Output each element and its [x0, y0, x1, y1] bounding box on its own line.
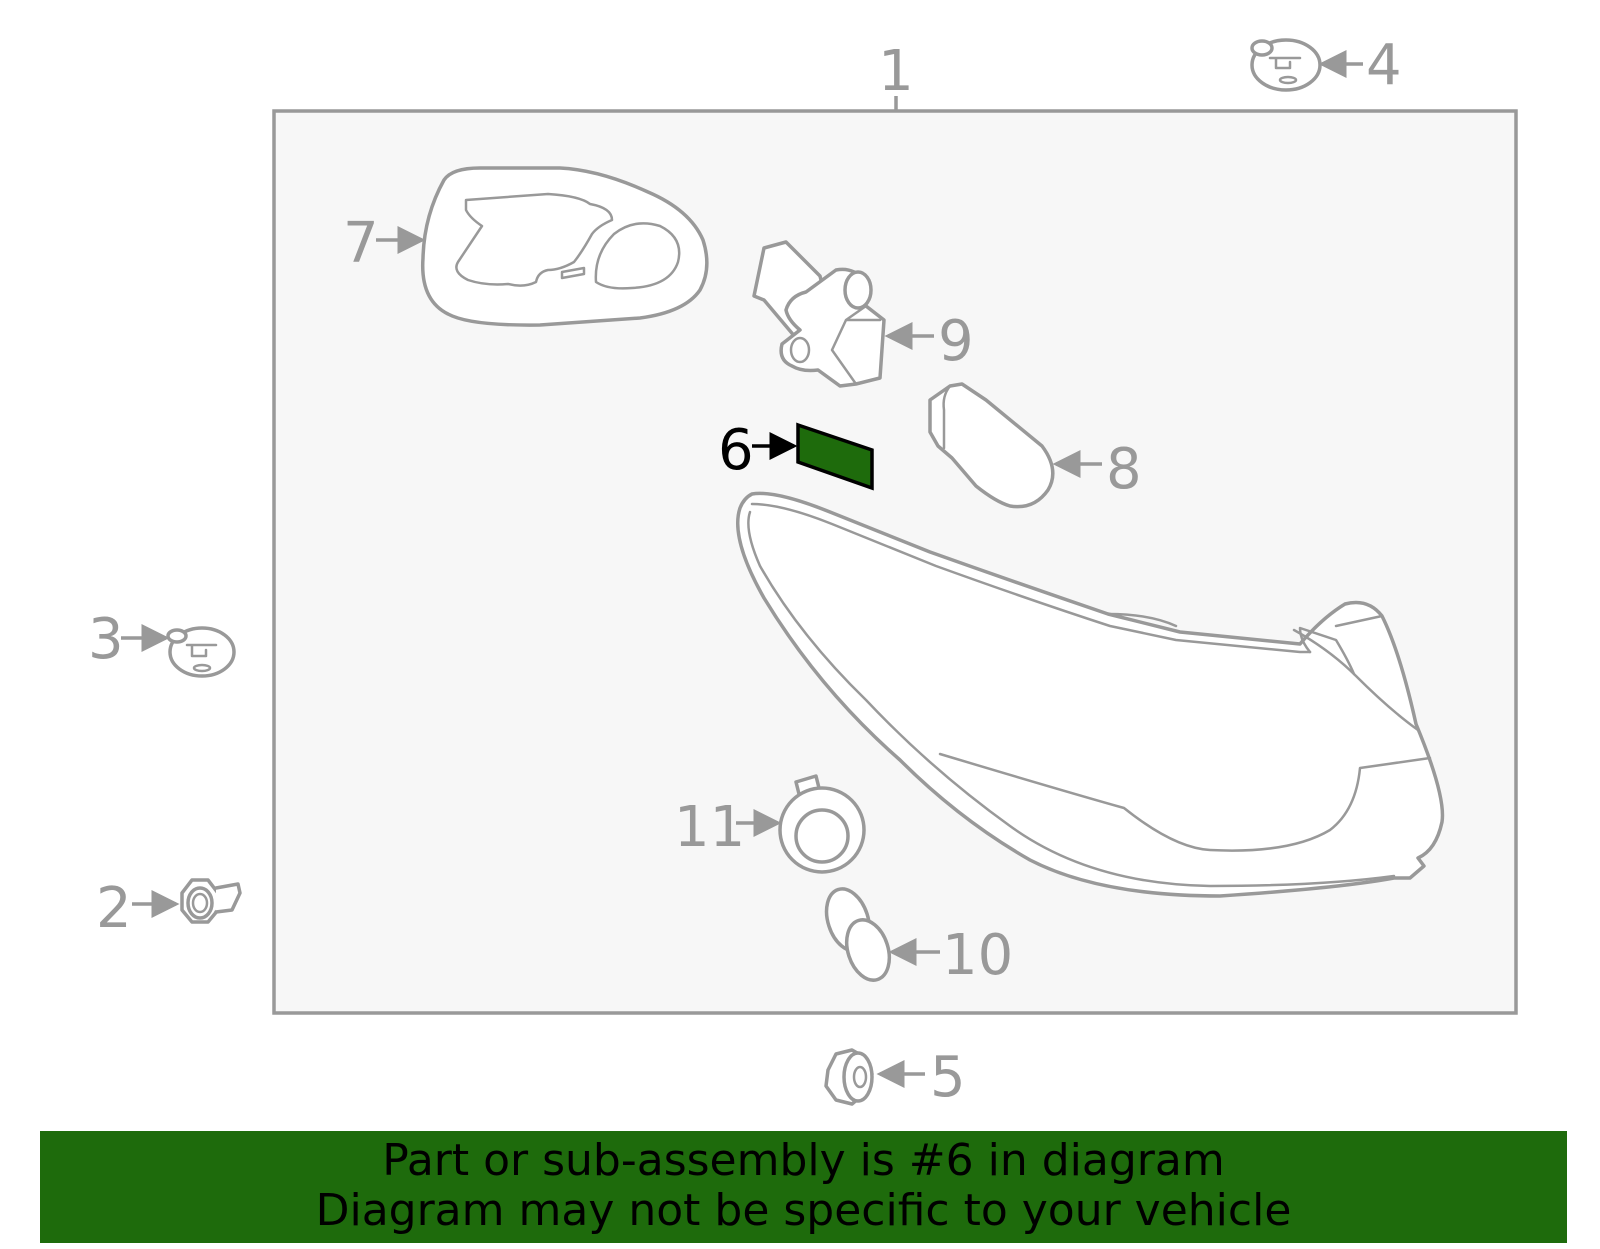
callout-10-label[interactable]: 10: [942, 923, 1013, 988]
part-8-bulb[interactable]: [928, 382, 1055, 509]
info-banner: Part or sub-assembly is #6 in diagram Di…: [40, 1131, 1567, 1243]
banner-line-2: Diagram may not be specific to your vehi…: [315, 1185, 1292, 1236]
part-3-clip[interactable]: [166, 626, 236, 678]
callout-6-label[interactable]: 6: [718, 418, 754, 483]
callout-11-label[interactable]: 11: [674, 795, 745, 860]
callout-2-label[interactable]: 2: [96, 876, 132, 941]
callout-4-label[interactable]: 4: [1366, 33, 1402, 98]
banner-line-1: Part or sub-assembly is #6 in diagram: [382, 1135, 1225, 1186]
callout-7-label[interactable]: 7: [343, 211, 379, 276]
tail-lamp-housing[interactable]: [736, 491, 1445, 898]
part-10-bulb[interactable]: [819, 883, 897, 985]
part-9-socket[interactable]: [752, 240, 886, 388]
callout-5-label[interactable]: 5: [930, 1045, 966, 1110]
callout-1-label[interactable]: 1: [878, 39, 914, 104]
part-2-bolt[interactable]: [180, 878, 242, 924]
part-7-gasket[interactable]: [420, 166, 709, 327]
part-4-clip[interactable]: [1250, 38, 1322, 92]
callout-8-label[interactable]: 8: [1106, 437, 1142, 502]
part-6-highlighted[interactable]: [796, 422, 874, 491]
part-5-nut[interactable]: [824, 1048, 874, 1106]
callout-3-label[interactable]: 3: [88, 607, 124, 672]
callout-9-label[interactable]: 9: [938, 309, 974, 374]
